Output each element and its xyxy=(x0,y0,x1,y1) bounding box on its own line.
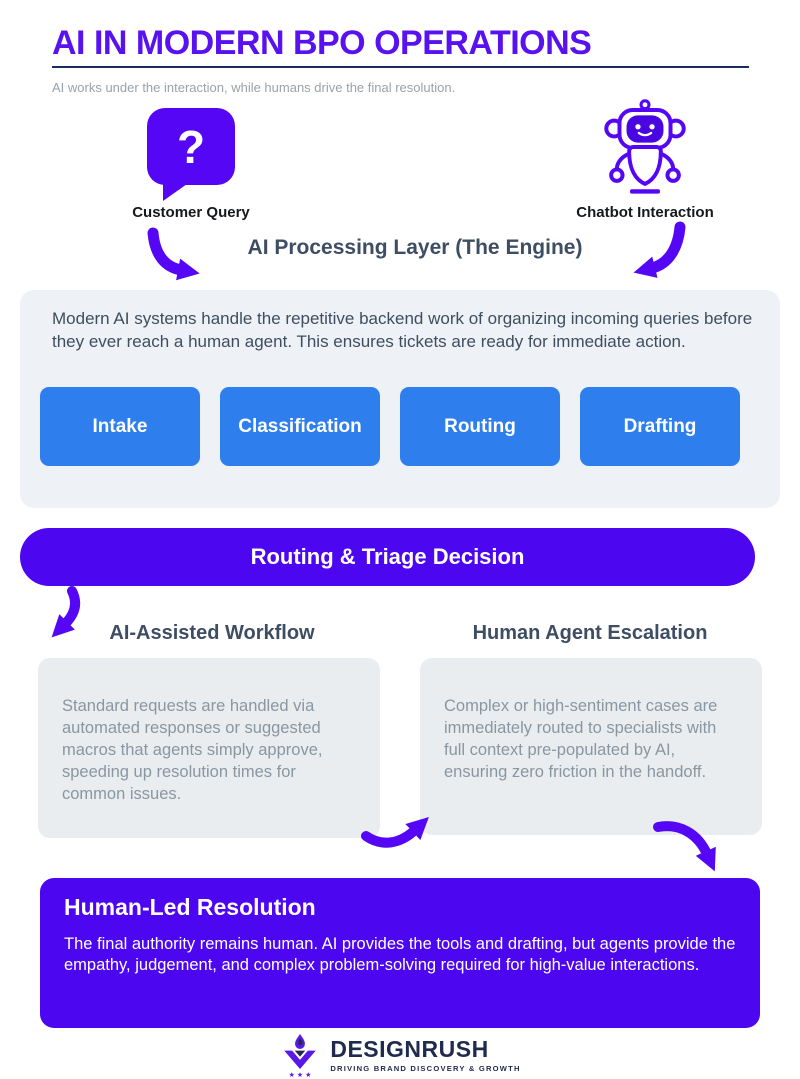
engine-heading: AI Processing Layer (The Engine) xyxy=(247,236,583,259)
ai-assisted-card: Standard requests are handled via automa… xyxy=(38,658,380,838)
stage-chip-intake: Intake xyxy=(40,387,200,466)
designrush-emblem-icon: ★ ★ ★ xyxy=(284,1034,317,1078)
branch-heading-human-escalation: Human Agent Escalation xyxy=(472,622,708,644)
stage-label: Intake xyxy=(92,415,148,437)
engine-description: Modern AI systems handle the repetitive … xyxy=(52,309,753,352)
decision-label: Routing & Triage Decision xyxy=(250,544,525,569)
resolution-heading: Human-Led Resolution xyxy=(64,894,316,920)
brand-name: DESIGNRUSH xyxy=(330,1035,489,1062)
stage-chip-routing: Routing xyxy=(400,387,560,466)
ai-assisted-description: Standard requests are handled via automa… xyxy=(62,697,323,803)
stage-label: Drafting xyxy=(623,415,697,437)
robot-icon xyxy=(604,99,686,194)
customer-query-label: Customer Query xyxy=(132,204,250,221)
page-subtitle: AI works under the interaction, while hu… xyxy=(52,80,456,95)
chatbot-label: Chatbot Interaction xyxy=(576,204,714,221)
human-escalation-description: Complex or high-sentiment cases are imme… xyxy=(444,697,718,781)
brand-block: DESIGNRUSH DRIVING BRAND DISCOVERY & GRO… xyxy=(330,1035,521,1073)
arrow-up-right-icon xyxy=(361,817,429,848)
branch-heading-ai-assisted: AI-Assisted Workflow xyxy=(109,622,315,644)
stage-row: Intake Classification Routing Drafting xyxy=(40,387,740,466)
arrow-down-icon xyxy=(51,586,81,638)
stage-chip-drafting: Drafting xyxy=(580,387,740,466)
title-underline xyxy=(52,66,749,68)
resolution-panel: Human-Led Resolution The final authority… xyxy=(40,878,760,1028)
brand-tagline: DRIVING BRAND DISCOVERY & GROWTH xyxy=(330,1063,521,1073)
question-bubble-icon: ? xyxy=(147,108,235,201)
stage-label: Classification xyxy=(238,415,362,437)
decision-banner: Routing & Triage Decision xyxy=(20,528,755,586)
arrow-down-right-icon xyxy=(147,227,200,281)
stage-label: Routing xyxy=(444,415,516,437)
question-mark-glyph: ? xyxy=(176,120,206,173)
stage-chip-classification: Classification xyxy=(220,387,380,466)
engine-panel: Modern AI systems handle the repetitive … xyxy=(20,290,780,508)
resolution-description: The final authority remains human. AI pr… xyxy=(64,935,736,975)
footer-logo: ★ ★ ★ DESIGNRUSH DRIVING BRAND DISCOVERY… xyxy=(0,1032,800,1078)
page-title: AI IN MODERN BPO OPERATIONS xyxy=(52,24,592,62)
arrow-down-right-curve-icon xyxy=(653,821,716,872)
arrow-down-left-icon xyxy=(633,221,686,278)
human-escalation-card: Complex or high-sentiment cases are imme… xyxy=(420,658,762,835)
emblem-stars: ★ ★ ★ xyxy=(289,1071,312,1078)
